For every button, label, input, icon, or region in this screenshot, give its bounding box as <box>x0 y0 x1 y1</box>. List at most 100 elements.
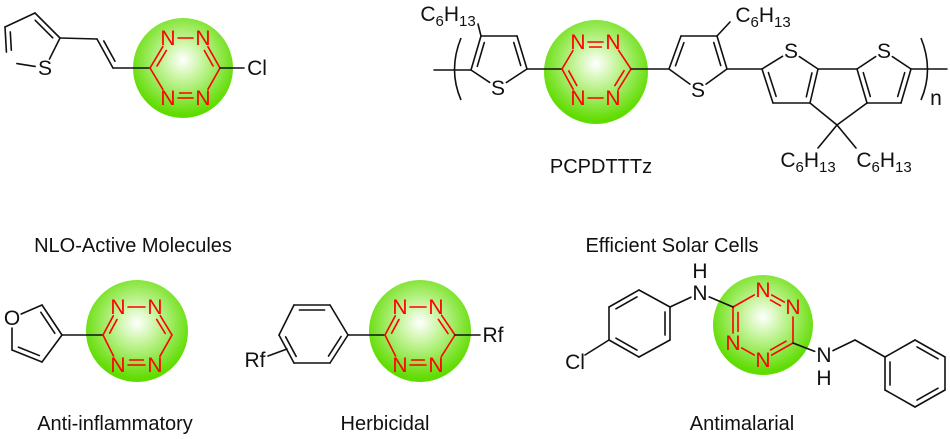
double-bond-inner <box>674 41 685 67</box>
double-bond <box>716 35 728 70</box>
thiophene-sulfur: S <box>877 40 891 63</box>
double-bond <box>770 342 794 356</box>
double-bond-inner <box>567 70 578 87</box>
double-bond <box>617 68 632 91</box>
single-bond <box>740 347 756 356</box>
double-bond-inner <box>916 387 939 401</box>
single-bond <box>792 342 816 353</box>
hexyl-group: C6H13 <box>780 149 835 176</box>
double-bond-inner <box>615 337 638 351</box>
single-bond <box>267 348 288 357</box>
tetrazine-highlight <box>369 280 471 382</box>
double-bond <box>4 26 8 53</box>
double-bond-inner <box>767 71 777 98</box>
double-bond <box>770 294 786 303</box>
thiophene-sulfur: S <box>784 40 798 63</box>
single-bond <box>149 67 164 91</box>
single-bond <box>207 67 221 91</box>
single-bond <box>856 55 877 70</box>
double-bond-inner <box>156 49 168 67</box>
single-bond <box>329 304 349 336</box>
tetrazine-nitrogen: N <box>605 31 620 54</box>
caption-anti-inflammatory: Anti-inflammatory <box>37 413 193 435</box>
double-bond <box>900 68 912 104</box>
tetrazine-nitrogen: N <box>755 279 770 302</box>
double-bond-inner <box>102 40 116 63</box>
double-bond <box>856 68 868 104</box>
single-bond <box>705 68 728 85</box>
amine-nitrogen: N <box>816 344 831 367</box>
tetrazine-nitrogen: N <box>160 27 175 50</box>
single-bond <box>891 55 912 70</box>
furan-oxygen: O <box>4 307 20 330</box>
single-bond <box>561 49 574 70</box>
single-bond <box>669 296 692 308</box>
single-bond <box>832 339 856 352</box>
double-bond <box>516 35 528 70</box>
double-bond-inner <box>40 311 56 335</box>
single-bond <box>708 296 734 308</box>
double-bond-inner <box>769 340 787 351</box>
left-bracket <box>453 37 462 101</box>
single-bond <box>59 37 98 40</box>
tetrazine-highlight <box>713 275 813 375</box>
double-bond <box>561 68 574 91</box>
single-bond <box>809 102 838 126</box>
double-bond-inner <box>712 41 722 67</box>
tetrazine-nitrogen: N <box>570 87 585 110</box>
thiophene-sulfur: S <box>691 79 705 102</box>
double-bond <box>608 339 640 358</box>
hexyl-group: C6H13 <box>735 4 790 31</box>
single-bond <box>278 304 295 336</box>
double-bond-inner <box>34 19 54 39</box>
tetrazine-nitrogen: N <box>755 349 770 372</box>
double-bond-inner <box>896 71 906 98</box>
tetrazine-highlight <box>86 280 188 382</box>
double-bond <box>159 314 173 336</box>
double-bond <box>809 68 819 104</box>
single-bond <box>761 55 784 70</box>
double-bond-inner <box>862 71 872 98</box>
single-bond <box>836 124 857 149</box>
double-bond <box>329 334 349 364</box>
double-bond <box>102 315 115 336</box>
double-bond-inner <box>284 336 297 358</box>
tetrazine-nitrogen: N <box>147 354 162 377</box>
chlorine: Cl <box>565 351 585 374</box>
hexyl-group: C6H13 <box>420 3 475 30</box>
tetrazine-nitrogen: N <box>160 87 175 110</box>
double-bond-inner <box>390 318 400 334</box>
single-bond <box>16 62 36 68</box>
tetrazine-highlight <box>544 20 648 124</box>
single-bond <box>505 68 528 84</box>
tetrazine-nitrogen: N <box>392 296 407 319</box>
double-bond <box>668 35 682 70</box>
double-bond <box>207 45 221 69</box>
tetrazine-nitrogen: N <box>428 354 443 377</box>
single-bond <box>884 389 916 408</box>
double-bond-inner <box>512 41 522 67</box>
double-bond-inner <box>17 346 41 357</box>
right-bracket <box>920 37 929 101</box>
single-bond <box>668 68 691 85</box>
caption-efficient-solar-cells: Efficient Solar Cells <box>585 235 758 257</box>
double-bond-inner <box>327 335 342 357</box>
single-bond <box>884 339 916 358</box>
tetrazine-nitrogen: N <box>725 332 740 355</box>
double-bond <box>34 12 61 39</box>
chlorine: Cl <box>247 57 267 80</box>
double-bond <box>41 304 63 336</box>
tetrazine-nitrogen: N <box>147 296 162 319</box>
double-bond <box>914 389 946 408</box>
single-bond <box>584 339 610 356</box>
fluoroalkyl-substituent: Rf <box>483 324 504 347</box>
double-bond-inner <box>805 72 813 98</box>
amine-hydrogen: H <box>816 367 831 390</box>
double-bond <box>914 339 946 358</box>
single-bond <box>716 21 731 37</box>
tetrazine-nitrogen: N <box>110 296 125 319</box>
single-bond <box>854 339 886 358</box>
tetrazine-nitrogen: N <box>570 31 585 54</box>
